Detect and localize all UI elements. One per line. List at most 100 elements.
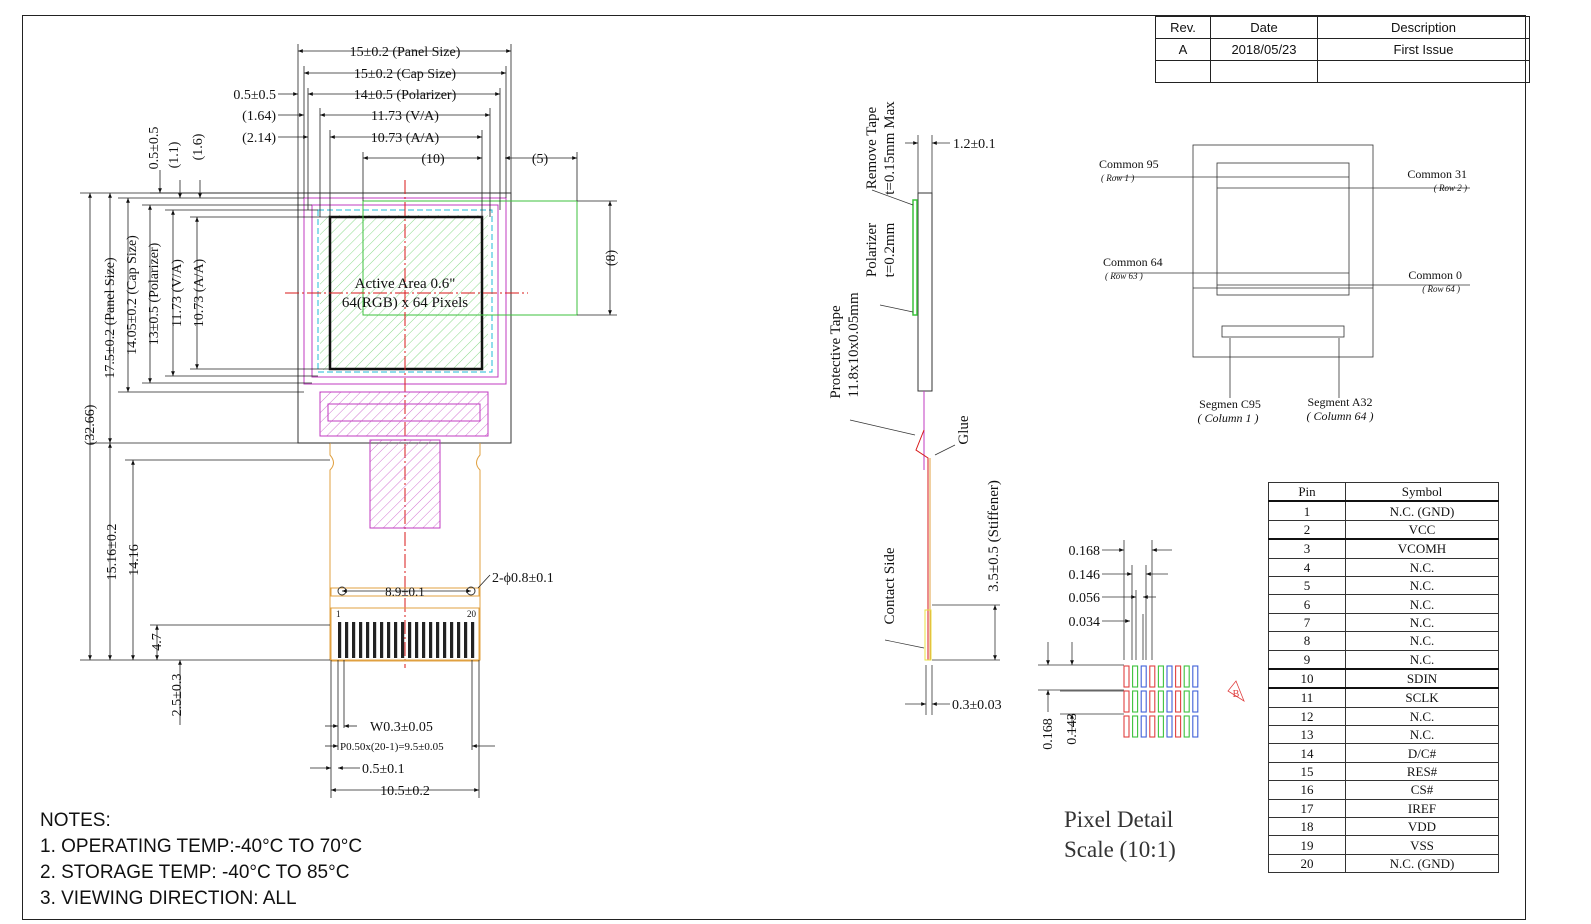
- pix-dim-v-0143: 0.143: [1065, 713, 1080, 745]
- dim-polarizer-width: 14±0.5 (Polarizer): [354, 88, 457, 103]
- side-labels: Remove Tape t=0.15mm Max 1.2±0.1 Polariz…: [828, 101, 1002, 713]
- pixel-detail-title: Pixel Detail Scale (10:1): [1064, 805, 1176, 865]
- sub-pixel: [1149, 690, 1156, 713]
- sub-pixel: [1166, 715, 1173, 738]
- pin-symbol: SCLK: [1345, 687, 1499, 708]
- pin-number: 3: [1268, 538, 1346, 559]
- pin-number: 4: [1268, 557, 1346, 577]
- fpc-pin: [450, 622, 454, 658]
- pin-symbol: N.C.: [1345, 612, 1499, 633]
- date-header: Date: [1210, 16, 1318, 39]
- dim-offset-164: (1.64): [242, 109, 276, 124]
- rev-header: Rev.: [1155, 16, 1211, 39]
- common0-label: Common 0: [1408, 268, 1462, 282]
- sub-pixel: [1132, 665, 1139, 688]
- date-cell: [1210, 60, 1318, 83]
- fpc-pin: [415, 622, 419, 658]
- pin-number: 2: [1268, 519, 1346, 540]
- pin-number: 14: [1268, 743, 1346, 763]
- pin-first-label: 1: [336, 609, 341, 619]
- pin-symbol: N.C.: [1345, 557, 1499, 577]
- dim-vert-cap: 14.05±0.2 (Cap Size): [125, 235, 140, 355]
- pin-last-label: 20: [467, 609, 477, 619]
- pin-number: 19: [1268, 835, 1346, 855]
- pin-symbol: N.C. (GND): [1345, 853, 1499, 874]
- dim-offset-214: (2.14): [242, 131, 276, 146]
- pin-symbol: N.C.: [1345, 594, 1499, 614]
- fpc-pin: [345, 622, 349, 658]
- pin-symbol: SDIN: [1345, 667, 1499, 689]
- sub-pixel: [1140, 665, 1147, 688]
- date-cell: 2018/05/23: [1210, 38, 1318, 61]
- fpc-pin: [471, 622, 475, 658]
- seg-c95-col: ( Column 1 ): [1198, 411, 1259, 425]
- common31-label: Common 31: [1407, 167, 1467, 181]
- dim-vert-top-11: (1.1): [167, 141, 182, 168]
- pix-marker: B: [1233, 689, 1240, 700]
- sub-pixel: [1175, 715, 1182, 738]
- pin-number: 15: [1268, 761, 1346, 782]
- pin-symbol: VSS: [1345, 835, 1499, 855]
- sub-pixel: [1140, 690, 1147, 713]
- sub-pixel: [1123, 690, 1130, 713]
- sub-pixel: [1175, 665, 1182, 688]
- dim-vert-panel: 17.5±0.2 (Panel Size): [103, 257, 118, 379]
- symbol-header: Symbol: [1345, 482, 1499, 502]
- sub-pixel: [1123, 715, 1130, 738]
- sub-pixel: [1183, 690, 1190, 713]
- pin-symbol: N.C.: [1345, 649, 1499, 670]
- pixel-detail-scale: Scale (10:1): [1064, 837, 1176, 862]
- fpc-pin: [457, 622, 461, 658]
- sub-pixel: [1166, 690, 1173, 713]
- sub-pixel: [1123, 665, 1130, 688]
- dim-aa-width: 10.73 (A/A): [371, 131, 440, 146]
- common64-label: Common 64: [1103, 255, 1163, 269]
- seg-c95-label: Segmen C95: [1199, 397, 1261, 411]
- fpc-pin: [401, 622, 405, 658]
- polarizer-thickness: t=0.2mm: [882, 222, 898, 277]
- sub-pixel: [1157, 665, 1164, 688]
- pin-symbol: VCOMH: [1345, 538, 1499, 559]
- pin-symbol: D/C#: [1345, 743, 1499, 763]
- pin-number: 6: [1268, 594, 1346, 614]
- seg-a32-label: Segment A32: [1308, 395, 1373, 409]
- contact-side-label: Contact Side: [882, 547, 898, 624]
- sub-pixel: [1175, 690, 1182, 713]
- pin-symbol: N.C.: [1345, 631, 1499, 651]
- dim-margin: 0.5±0.1: [362, 762, 405, 777]
- dim-offset-05: 0.5±0.5: [233, 88, 276, 103]
- remove-tape-label: Remove Tape: [864, 106, 880, 189]
- fpc-pin: [408, 622, 412, 658]
- pix-dim-0056: 0.056: [1069, 591, 1101, 606]
- rev-cell: A: [1155, 38, 1211, 61]
- active-area-pixels: 64(RGB) x 64 Pixels: [342, 295, 468, 311]
- description-cell: [1317, 60, 1530, 83]
- fpc-pin: [338, 622, 342, 658]
- fpc-pin: [443, 622, 447, 658]
- pin-number: 20: [1268, 853, 1346, 874]
- description-cell: First Issue: [1317, 38, 1530, 61]
- side-view: [849, 135, 1000, 715]
- scan-labels: Common 95 ( Row 1 ) Common 31 ( Row 2 ) …: [1099, 157, 1467, 425]
- dim-va-width: 11.73 (V/A): [371, 109, 439, 124]
- revision-row-empty: [1155, 60, 1530, 83]
- description-header: Description: [1317, 16, 1530, 39]
- dim-10: (10): [421, 152, 445, 167]
- dim-vert-fpc-inner: 14.16: [127, 544, 142, 576]
- dim-vert-va: 11.73 (V/A): [170, 259, 185, 327]
- pin-number: 12: [1268, 706, 1346, 727]
- dim-pin-pitch: P0.50x(20-1)=9.5±0.05: [340, 741, 444, 753]
- stiffener-label: 3.5±0.5 (Stiffener): [986, 480, 1002, 592]
- seg-a32-col: ( Column 64 ): [1307, 409, 1374, 423]
- fpc-pin: [359, 622, 363, 658]
- front-dim-labels: 15±0.2 (Panel Size) 15±0.2 (Cap Size) 14…: [83, 45, 619, 799]
- sub-pixel: [1157, 690, 1164, 713]
- dim-5: (5): [532, 152, 549, 167]
